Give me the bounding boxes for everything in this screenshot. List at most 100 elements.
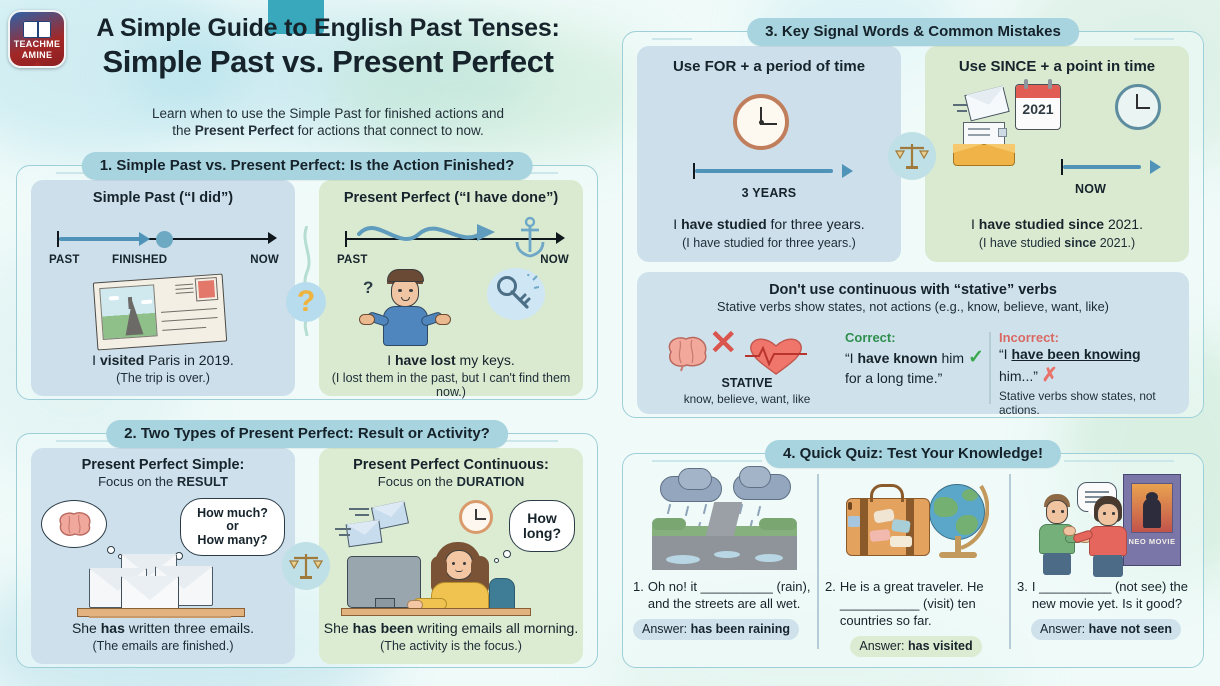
wall-clock-icon (733, 94, 789, 150)
incorrect-example: Incorrect: “I have been knowing him...” … (999, 330, 1181, 417)
quiz-item-3: NEO MOVIE (1017, 472, 1195, 641)
heartbeat-icon (745, 338, 807, 375)
how-much-bubble: How much? or How many? (180, 498, 285, 556)
timeline-label-now: NOW (250, 254, 279, 266)
balance-scale-icon (888, 132, 936, 180)
key-icon (497, 274, 539, 309)
ppc-caption: She has been writing emails all morning. (323, 620, 579, 636)
stative-title: Don't use continuous with “stative” verb… (769, 282, 1057, 298)
red-x-icon: ✕ (709, 324, 738, 362)
quiz-answer-3: Answer: have not seen (1030, 619, 1181, 641)
envelope-icon (953, 85, 1010, 122)
quiz-answer-2: Answer: has visited (850, 636, 982, 658)
simple-past-caption: I visited Paris in 2019. (92, 352, 234, 368)
quiz-text-2: He is a great traveler. He ___________ (… (839, 579, 984, 629)
clock-icon (1115, 84, 1161, 130)
section-3-card: Use FOR + a period of time 3 YE (622, 31, 1204, 418)
section-2-card: Present Perfect Simple: Focus on the RES… (16, 433, 598, 668)
present-perfect-caption-sub: (I lost them in the past, but I can't fi… (331, 371, 571, 399)
stative-label-sub: know, believe, want, like (683, 392, 811, 406)
use-for-panel: Use FOR + a period of time 3 YE (637, 46, 901, 262)
section-3-title: 3. Key Signal Words & Common Mistakes (747, 18, 1079, 46)
section-1: 1. Simple Past vs. Present Perfect: Is t… (16, 152, 598, 400)
since-timeline (1055, 156, 1165, 178)
timeline-label-finished: FINISHED (112, 254, 168, 266)
subtitle-line-2: the Present Perfect for actions that con… (172, 123, 484, 139)
left-column: TEACHME AMINE A Simple Guide to English … (8, 10, 598, 668)
poster-title: NEO MOVIE (1128, 537, 1176, 546)
quiz-divider-1 (817, 474, 819, 649)
correct-example: Correct: “I have known him ✓ for a long … (845, 330, 987, 387)
teachme-amine-logo: TEACHME AMINE (8, 10, 66, 68)
since-caption-sub: (I have studied since 2021.) (978, 236, 1136, 250)
logo-line-1: TEACHME (13, 39, 61, 49)
paris-postcard-icon (92, 273, 228, 351)
ppc-caption-sub: (The activity is the focus.) (380, 639, 522, 653)
finished-dot (156, 231, 173, 248)
page-title: A Simple Guide to English Past Tenses: S… (58, 14, 598, 80)
section-2-title: 2. Two Types of Present Perfect: Result … (106, 420, 508, 448)
present-perfect-timeline (339, 228, 569, 250)
inbox-tray-icon (953, 122, 1015, 168)
question-mark-icon: ? (286, 282, 326, 322)
suitcase-and-globe-icon (844, 472, 989, 570)
timeline-label-now: NOW (540, 254, 569, 266)
quiz-item-2: 2. He is a great traveler. He __________… (825, 472, 1007, 658)
simple-past-panel: Simple Past (“I did”) PAST FINISHED NOW (31, 180, 295, 396)
teal-tab-decoration (268, 0, 324, 34)
quiz-text-1: Oh no! it __________ (rain), and the str… (647, 579, 811, 612)
use-since-panel: Use SINCE + a point in time (925, 46, 1189, 262)
quiz-number-3: 3. (1017, 579, 1028, 594)
use-since-title: Use SINCE + a point in time (958, 58, 1156, 75)
stative-icons: ✕ STATIVE (657, 324, 837, 390)
section-1-card: Simple Past (“I did”) PAST FINISHED NOW (16, 165, 598, 400)
calendar-icon: 2021 (1015, 79, 1061, 130)
stative-label: STATIVE (721, 376, 773, 390)
present-perfect-title: Present Perfect (“I have done”) (343, 190, 559, 206)
incorrect-sentence: “I have been knowing him...” ✗ (999, 346, 1141, 386)
rain-on-road-icon (651, 466, 797, 570)
simple-past-title: Simple Past (“I did”) (92, 190, 234, 206)
incorrect-note: Stative verbs show states, not actions. (999, 389, 1156, 418)
quiz-number-1: 1. (633, 579, 644, 594)
section-3: 3. Key Signal Words & Common Mistakes Us… (622, 18, 1204, 418)
for-caption-sub: (I have studied for three years.) (682, 236, 856, 250)
use-for-title: Use FOR + a period of time (672, 58, 866, 75)
simple-past-timeline (51, 228, 281, 250)
present-perfect-caption: I have lost my keys. (387, 352, 515, 368)
shrugging-person-icon: ? (359, 269, 451, 350)
page-subtitle: Learn when to use the Simple Past for fi… (58, 105, 598, 140)
cross-icon: ✗ (1041, 364, 1058, 386)
ppc-title: Present Perfect Continuous: (353, 457, 549, 473)
correct-sentence: “I have known him ✓ for a long time.” (845, 347, 984, 386)
section-4-card: 1. Oh no! it __________ (rain), and the … (622, 453, 1204, 668)
quiz-divider-2 (1009, 474, 1011, 649)
subtitle-line-1: Learn when to use the Simple Past for fi… (152, 106, 504, 121)
anchor-icon (515, 216, 545, 258)
stative-subtitle: Stative verbs show states, not actions (… (717, 299, 1109, 314)
timeline-label-past: PAST (49, 254, 80, 266)
since-caption: I have studied since 2021. (971, 216, 1143, 232)
pps-caption-sub: (The emails are finished.) (92, 639, 234, 653)
stative-verbs-panel: Don't use continuous with “stative” verb… (637, 272, 1189, 417)
since-timeline-label: NOW (1075, 182, 1107, 196)
quiz-number-2: 2. (825, 579, 836, 594)
present-perfect-continuous-panel: Present Perfect Continuous: Focus on the… (319, 448, 583, 664)
pps-subtitle: Focus on the RESULT (98, 474, 228, 489)
woman-typing-at-computer-icon (339, 538, 569, 618)
balance-scale-icon (282, 542, 330, 590)
envelopes-on-desk-icon (71, 552, 251, 618)
correct-label: Correct: (845, 330, 896, 345)
people-talking-movie-poster-icon: NEO MOVIE (1031, 472, 1181, 577)
quiz-text-3: I __________ (not see) the new movie yet… (1031, 579, 1188, 612)
for-caption: I have studied for three years. (673, 216, 865, 232)
logo-line-2: AMINE (21, 50, 53, 60)
pps-caption: She has written three emails. (71, 620, 255, 636)
stative-divider (989, 332, 991, 404)
how-long-bubble: How long? (509, 500, 575, 552)
section-1-title: 1. Simple Past vs. Present Perfect: Is t… (81, 152, 533, 180)
wave-arrow-icon (357, 224, 495, 241)
brain-icon (668, 336, 707, 372)
right-column: 3. Key Signal Words & Common Mistakes Us… (610, 0, 1220, 686)
